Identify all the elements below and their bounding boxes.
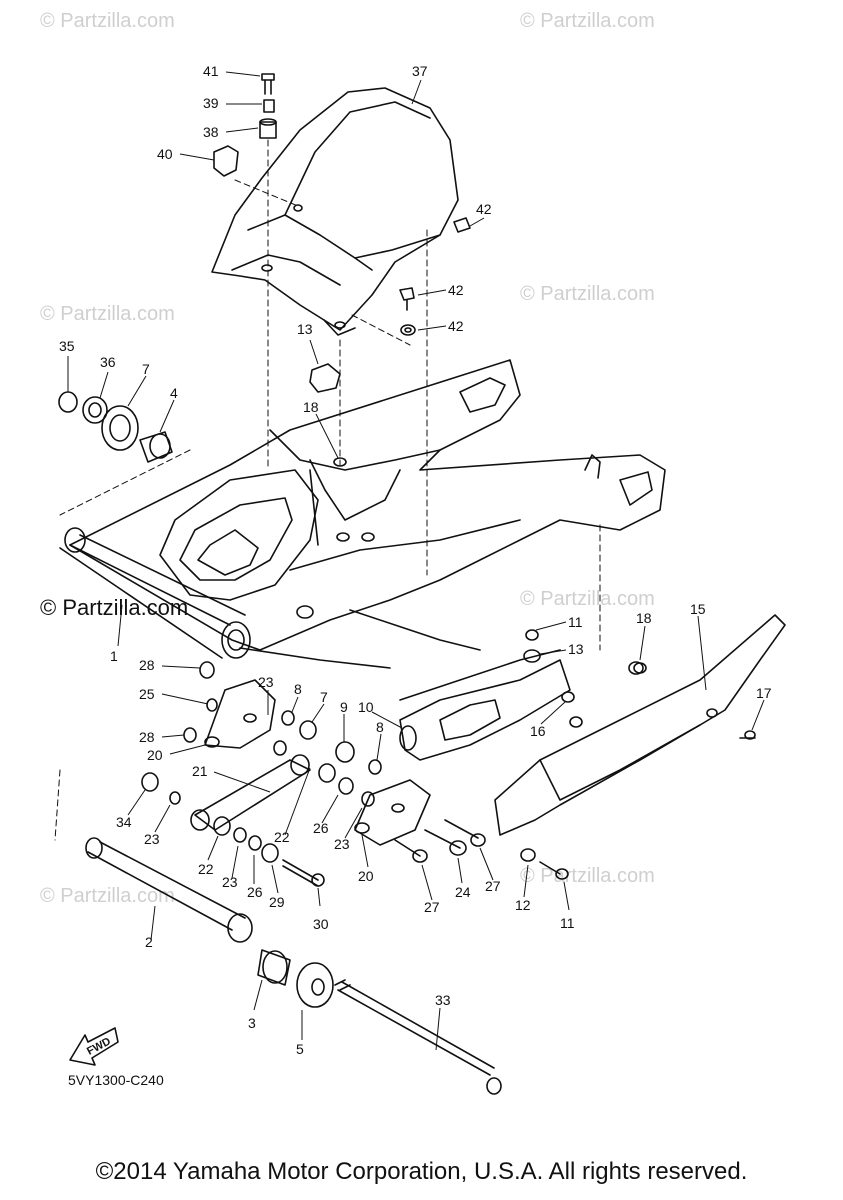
callout-34: 36 xyxy=(100,354,116,370)
callout-10: 10 xyxy=(358,699,374,715)
callout-19: 18 xyxy=(303,399,319,415)
callout-38: 40 xyxy=(157,146,173,162)
callout-26-left: 26 xyxy=(247,884,263,900)
callout-14: 13 xyxy=(297,321,313,337)
callout-39: 41 xyxy=(203,63,219,79)
callout-5: 5 xyxy=(296,1041,304,1057)
callout-37: 39 xyxy=(203,95,219,111)
callout-25: 25 xyxy=(139,686,155,702)
callout-12: 12 xyxy=(515,897,531,913)
callout-17: 17 xyxy=(756,685,772,701)
assembly-reference-lines xyxy=(54,139,601,841)
callout-27-right: 27 xyxy=(485,878,501,894)
pivot-tube-part xyxy=(59,527,251,659)
fastener-parts-top xyxy=(213,73,471,393)
callout-2: 2 xyxy=(145,934,153,950)
callout-26-right: 26 xyxy=(313,820,329,836)
callout-23-top: 23 xyxy=(258,674,274,690)
callout-24: 24 xyxy=(455,884,471,900)
pivot-shaft-and-bolt-parts xyxy=(85,837,502,1095)
callout-32: 33 xyxy=(435,992,451,1008)
bushing-and-nut-parts xyxy=(141,629,756,863)
callout-23-right: 23 xyxy=(334,836,350,852)
callout-22-right: 22 xyxy=(274,829,290,845)
callout-labels: 41 39 38 40 37 42 42 42 13 18 35 36 7 4 … xyxy=(59,63,772,1057)
callout-13: 13 xyxy=(568,641,584,657)
watermark-lower-right: © Partzilla.com xyxy=(520,588,655,610)
watermark-top-right: © Partzilla.com xyxy=(520,10,655,32)
callout-20-right: 20 xyxy=(358,868,374,884)
link-and-arm-parts xyxy=(190,679,431,846)
callout-leader-lines xyxy=(67,71,765,1051)
callout-42: 42 xyxy=(476,201,492,217)
watermark-bottom-left: © Partzilla.com xyxy=(40,885,175,907)
forward-arrow-icon xyxy=(69,1027,119,1066)
drawing-code: 5VY1300-C240 xyxy=(68,1072,164,1088)
callout-29: 29 xyxy=(269,894,285,910)
callout-9: 9 xyxy=(340,699,348,715)
callout-8-left: 8 xyxy=(294,681,302,697)
callout-7: 7 xyxy=(320,689,328,705)
callout-40: 42 xyxy=(448,282,464,298)
callout-21: 21 xyxy=(192,763,208,779)
callout-8-right: 8 xyxy=(376,719,384,735)
callout-22-left: 22 xyxy=(198,861,214,877)
callout-36: 38 xyxy=(203,124,219,140)
callout-41: 42 xyxy=(448,318,464,334)
callout-18: 18 xyxy=(636,610,652,626)
watermark-mid-right: © Partzilla.com xyxy=(520,283,655,305)
callout-3: 3 xyxy=(248,1015,256,1031)
axle-end-part xyxy=(399,659,571,761)
seat-cowl-part xyxy=(211,87,459,336)
callout-27-left: 27 xyxy=(424,899,440,915)
callout-20-left: 20 xyxy=(147,747,163,763)
callout-35: 37 xyxy=(412,63,428,79)
watermark-top-left: © Partzilla.com xyxy=(40,10,175,32)
callout-4: 4 xyxy=(170,385,178,401)
callout-30: 30 xyxy=(313,916,329,932)
callout-16: 16 xyxy=(530,723,546,739)
callout-1: 1 xyxy=(110,648,118,664)
callout-23-left: 23 xyxy=(144,831,160,847)
callout-6: 7 xyxy=(142,361,150,377)
pivot-bearing-parts xyxy=(58,391,173,463)
copyright-notice: ©2014 Yamaha Motor Corporation, U.S.A. A… xyxy=(95,1158,748,1185)
callout-11-bottom: 11 xyxy=(560,915,575,931)
callout-28-top: 28 xyxy=(139,657,155,673)
bolt-parts xyxy=(282,737,756,887)
callout-11-top: 11 xyxy=(568,614,583,630)
watermark-mid-left: © Partzilla.com xyxy=(40,303,175,325)
callout-31: 34 xyxy=(116,814,132,830)
swingarm-part xyxy=(69,359,666,701)
callout-15: 15 xyxy=(690,601,706,617)
callout-23-bottom: 23 xyxy=(222,874,238,890)
callout-28-lower: 28 xyxy=(139,729,155,745)
callout-33: 35 xyxy=(59,338,75,354)
